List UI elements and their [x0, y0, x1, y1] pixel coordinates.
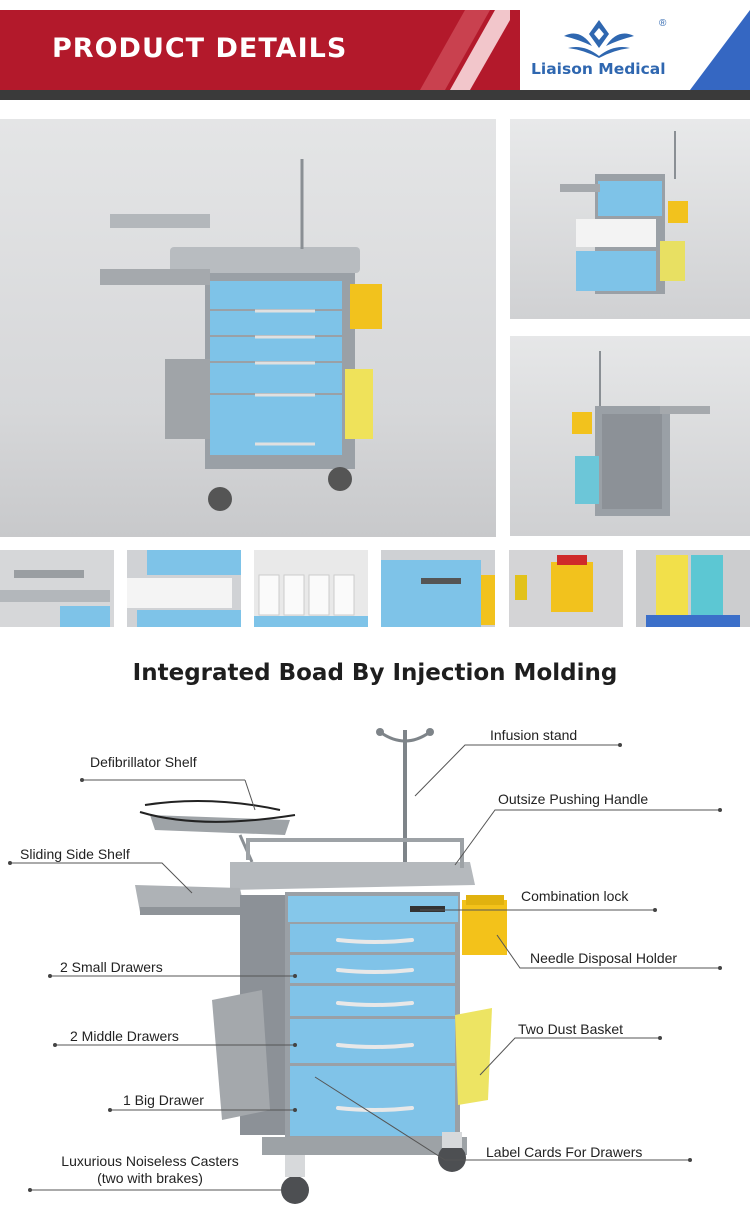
label-casters-line1: Luxurious Noiseless Casters	[61, 1153, 239, 1169]
leader-infusion-stand	[414, 744, 620, 797]
label-two-dust-basket: Two Dust Basket	[518, 1021, 624, 1037]
thumbnail-dust-baskets	[636, 550, 750, 627]
thumbnail-needle-holder	[509, 550, 623, 627]
brand-name: Liaison Medical	[531, 60, 666, 78]
main-product-photo	[0, 119, 496, 537]
section-heading: Integrated Boad By Injection Molding	[132, 660, 618, 686]
label-label-cards: Label Cards For Drawers	[486, 1144, 643, 1160]
label-infusion-stand: Infusion stand	[490, 727, 578, 743]
header-dark-bar	[0, 90, 750, 100]
leader-dust-basket	[479, 1037, 660, 1076]
header-blue-corner	[690, 10, 750, 90]
leader-sliding-shelf	[10, 862, 193, 894]
label-casters: Luxurious Noiseless Casters (two with br…	[40, 1153, 260, 1187]
thumbnail-drawer-open	[127, 550, 241, 627]
photo-open-drawers	[510, 119, 750, 319]
thumbnail-drawer-dividers	[254, 550, 368, 627]
thumbnail-combination-lock	[381, 550, 495, 627]
leader-label-cards	[314, 1076, 690, 1161]
label-sliding-side-shelf: Sliding Side Shelf	[20, 846, 130, 862]
leader-needle-holder	[496, 934, 720, 969]
label-defibrillator-shelf: Defibrillator Shelf	[90, 754, 197, 770]
label-middle-drawers: 2 Middle Drawers	[70, 1028, 179, 1044]
header-stripes	[420, 10, 510, 90]
photo-back-view	[510, 336, 750, 536]
label-small-drawers: 2 Small Drawers	[60, 959, 163, 975]
page-title: PRODUCT DETAILS	[52, 33, 348, 64]
leader-pushing-handle	[454, 809, 720, 866]
cart-diagram	[8, 728, 722, 1204]
label-casters-line2: (two with brakes)	[97, 1170, 203, 1186]
brand-logo-icon	[564, 20, 634, 58]
label-combination-lock: Combination lock	[521, 888, 629, 904]
registered-mark: ®	[659, 18, 667, 29]
thumbnail-defibrillator-shelf	[0, 550, 114, 627]
label-outsize-pushing-handle: Outsize Pushing Handle	[498, 791, 649, 807]
label-needle-disposal-holder: Needle Disposal Holder	[530, 950, 678, 966]
label-big-drawer: 1 Big Drawer	[123, 1092, 204, 1108]
